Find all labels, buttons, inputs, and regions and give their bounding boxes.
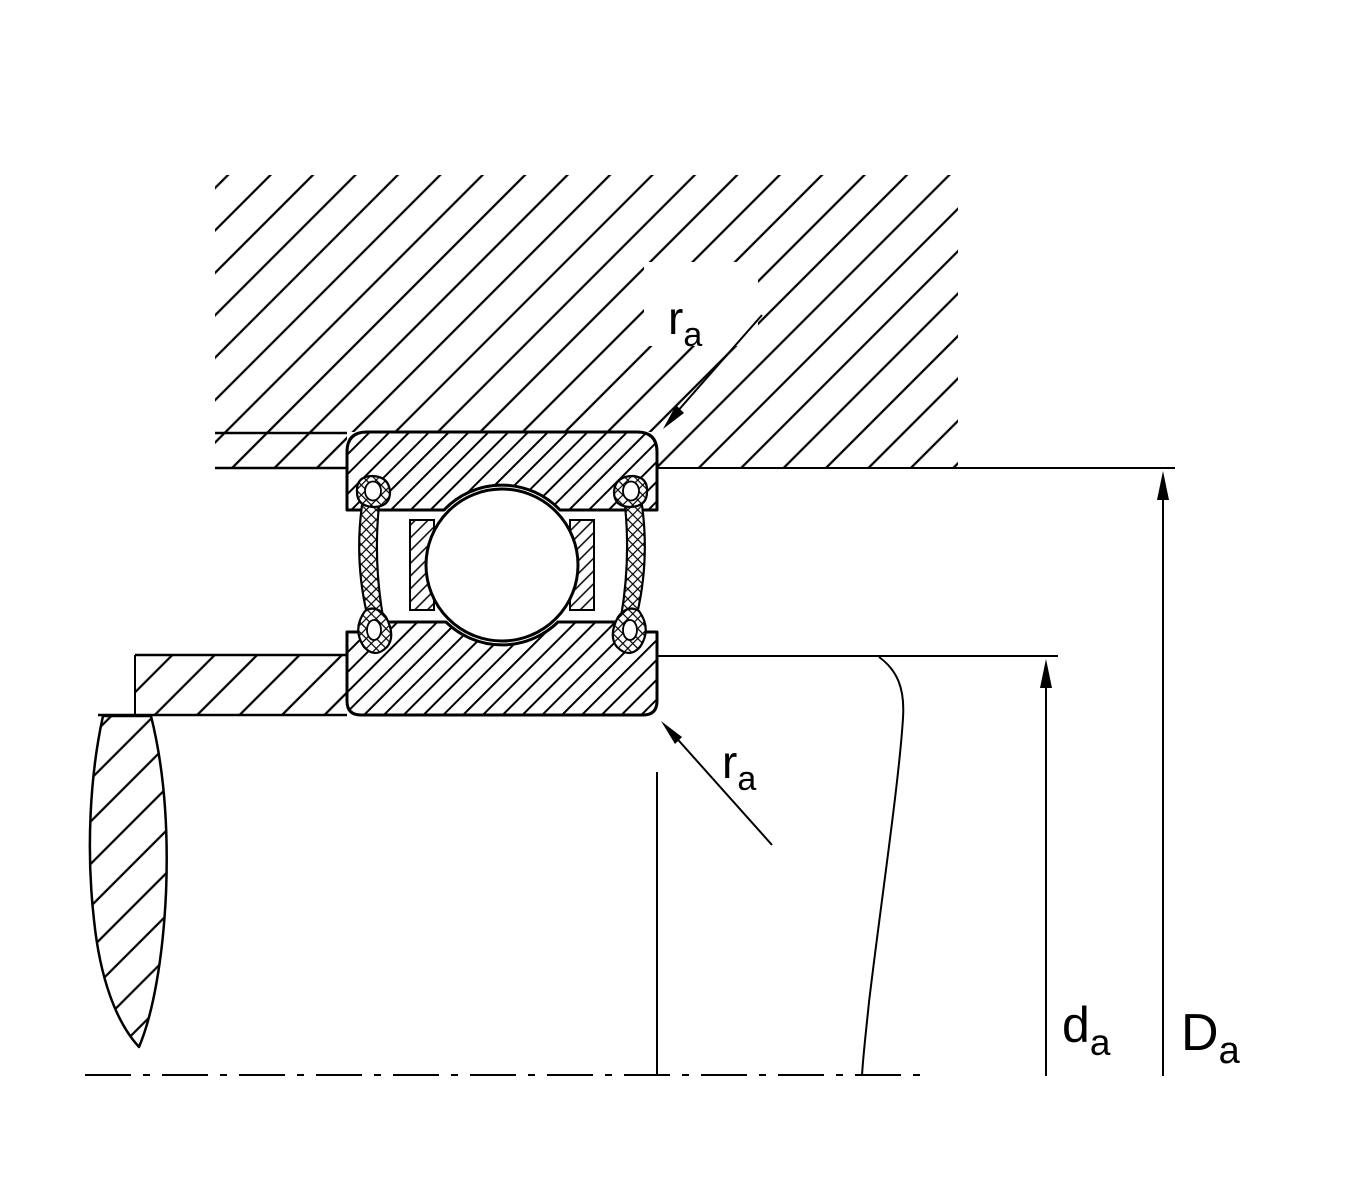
rolling-ball [424,487,580,643]
seal-body [358,503,385,619]
da-label: da [1062,997,1111,1063]
ra-top-arrowhead [663,405,684,429]
dimension-Da: Da [1157,471,1241,1076]
ra-top-leader-line [675,314,763,414]
callout-ra-top: ra [644,262,763,429]
shaft-right-contour [861,656,905,1077]
shaft-section [88,653,1058,1077]
housing-section [215,175,1175,470]
Da-arrowhead [1157,471,1169,500]
seal-top-oring [364,480,382,502]
ra-bottom-label: ra [722,736,756,798]
callout-ra-bottom: ra [661,721,773,846]
housing-hatch-area [215,175,958,468]
ra-top-label-clearing [644,262,758,346]
Da-label: Da [1181,1004,1241,1072]
dimension-da: da [1040,659,1111,1076]
cage-right [569,519,595,611]
bearing-section [345,430,659,717]
ra-bottom-arrowhead [661,721,682,744]
ra-top-label: ra [668,292,702,354]
shaft-break-section [88,714,168,1049]
da-arrowhead [1040,659,1052,688]
seal-left [355,474,393,655]
seal-right [611,474,649,655]
outer-ring [345,430,659,512]
ra-bottom-leader-line [671,732,773,846]
seal-bottom-oring [366,619,382,641]
shaft-shoulder-hatch-area [135,655,347,715]
